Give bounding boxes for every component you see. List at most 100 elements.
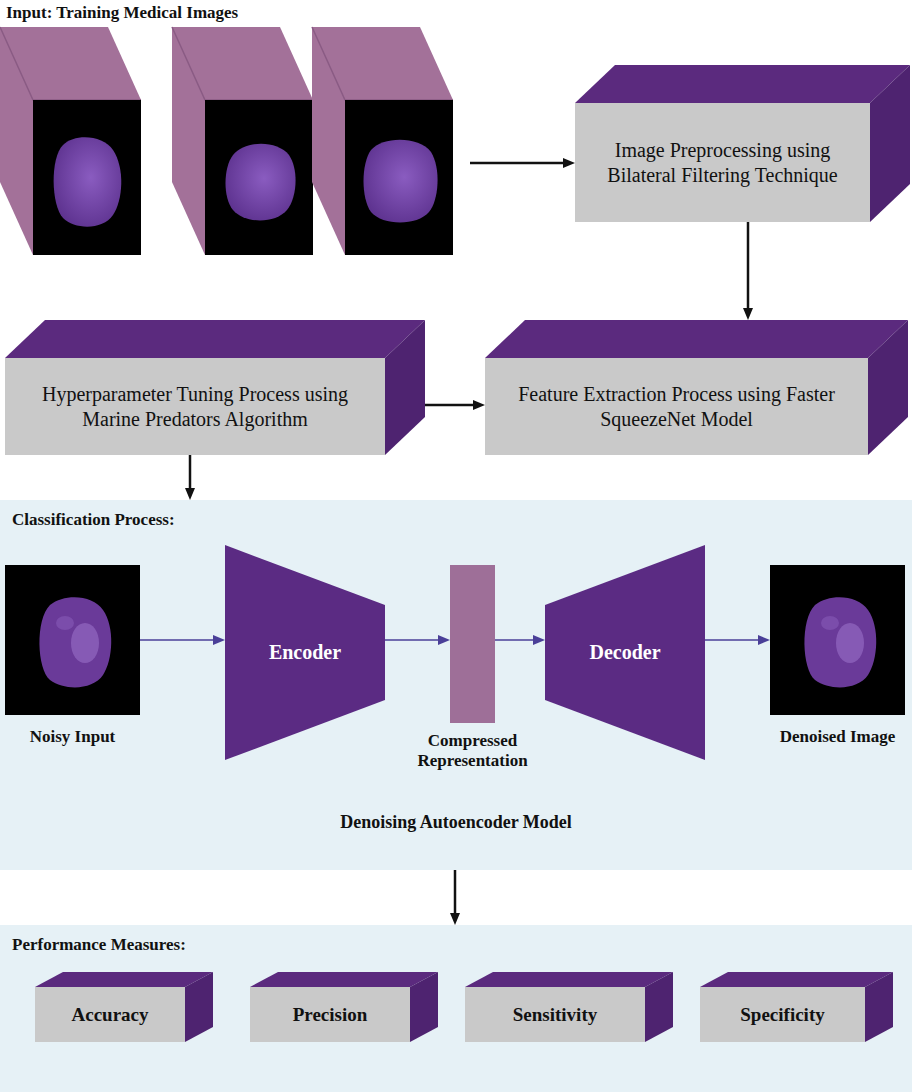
- section-panel: Performance Measures: Accuracy Precision Se…: [0, 925, 912, 1092]
- box-text-area: Feature Extraction Process using Faster …: [485, 358, 868, 455]
- image-square: [33, 100, 141, 255]
- box-text-area: Specificity: [700, 987, 865, 1042]
- process-box: Sensitivity: [465, 972, 673, 1042]
- cube-edge: [312, 27, 453, 100]
- image-cube: [312, 27, 453, 255]
- flow-arrow: [385, 639, 440, 641]
- image-square: [5, 565, 140, 715]
- image-label-wrap: Noisy Input: [0, 727, 180, 747]
- box-front-face: [485, 358, 868, 455]
- heading-wrap: Classification Process:: [12, 510, 175, 530]
- image-label: Noisy Input: [0, 727, 180, 747]
- box-text-area: Hyperparameter Tuning Process using Mari…: [5, 358, 385, 455]
- tissue-spot: [836, 623, 864, 663]
- box-top-face: [575, 65, 910, 103]
- tissue-blob: [54, 137, 122, 226]
- box-label: Precision: [293, 1003, 368, 1027]
- model-caption: Denoising Autoencoder Model: [0, 812, 912, 833]
- image-square: [345, 100, 453, 255]
- image-square: [770, 565, 905, 715]
- box-top-face: [250, 972, 438, 987]
- input-group: Input: Training Medical Images: [0, 0, 470, 262]
- flow-arrow: [470, 162, 565, 165]
- process-box: Specificity: [700, 972, 893, 1042]
- box-front-face: [700, 987, 865, 1042]
- box-front-face: [5, 358, 385, 455]
- box-label: Sensitivity: [513, 1003, 597, 1027]
- box-label: Accuracy: [71, 1003, 148, 1027]
- tissue-blob: [39, 597, 111, 687]
- image-label-wrap: Denoised Image: [730, 727, 912, 747]
- box-top-face: [465, 972, 673, 987]
- image-node: Noisy Input: [5, 565, 140, 715]
- box-text-area: Sensitivity: [465, 987, 645, 1042]
- box-text-area: Image Preprocessing using Bilateral Filt…: [575, 103, 870, 222]
- section-panel: Classification Process: Denoising Autoenc…: [0, 500, 912, 870]
- image-cube: [172, 27, 313, 255]
- box-top-face: [35, 972, 213, 987]
- tissue-blob: [364, 140, 438, 223]
- bar-label: Compressed Representation: [390, 731, 555, 772]
- box-top-face: [5, 320, 425, 358]
- image-cube: [0, 27, 141, 255]
- process-box: Hyperparameter Tuning Process using Mari…: [5, 320, 425, 455]
- tissue-spot: [821, 616, 839, 630]
- box-text-area: Decoder: [555, 605, 695, 700]
- tissue-blob: [804, 597, 876, 687]
- box-side-face: [410, 972, 438, 1042]
- box-front-face: [465, 987, 645, 1042]
- flow-arrow: [140, 639, 215, 641]
- cube-face: [0, 27, 141, 255]
- flow-arrow: [454, 870, 457, 915]
- section-heading: Performance Measures:: [12, 935, 186, 955]
- cube-face: [172, 27, 313, 255]
- box-side-face: [185, 972, 213, 1042]
- box-label: Feature Extraction Process using Faster …: [493, 382, 860, 432]
- box-side-face: [870, 65, 910, 222]
- tissue-spot: [56, 616, 74, 630]
- tissue-blob: [226, 144, 296, 221]
- section-heading: Input: Training Medical Images: [6, 3, 238, 23]
- process-box: Precision: [250, 972, 438, 1042]
- image-square: [205, 100, 313, 255]
- cube-edge: [172, 27, 313, 100]
- caption-wrap: Denoising Autoencoder Model: [0, 812, 912, 833]
- box-top-face: [485, 320, 908, 358]
- heading-wrap: Input: Training Medical Images: [6, 3, 238, 23]
- box-top-face: [700, 972, 893, 987]
- cube-face: [312, 27, 453, 255]
- block-label: Decoder: [589, 641, 660, 664]
- latent-bar: Compressed Representation: [450, 565, 495, 723]
- block-label: Encoder: [269, 641, 341, 664]
- flow-arrow: [705, 639, 760, 641]
- box-side-face: [645, 972, 673, 1042]
- box-label: Hyperparameter Tuning Process using Mari…: [13, 382, 377, 432]
- section-heading: Classification Process:: [12, 510, 175, 530]
- flow-arrow: [425, 404, 475, 407]
- flow-arrow: [495, 639, 535, 641]
- flow-arrow: [189, 455, 192, 490]
- box-label: Specificity: [740, 1003, 824, 1027]
- encoder-block: Encoder: [225, 545, 385, 760]
- box-front-face: [250, 987, 410, 1042]
- box-front-face: [575, 103, 870, 222]
- trapezoid: [545, 545, 705, 760]
- process-box: Image Preprocessing using Bilateral Filt…: [575, 65, 910, 222]
- box-side-face: [865, 972, 893, 1042]
- decoder-block: Decoder: [545, 545, 705, 760]
- image-illustration: [770, 565, 905, 715]
- trapezoid: [225, 545, 385, 760]
- bar-label-wrap: Compressed Representation: [390, 731, 555, 772]
- image-node: Denoised Image: [770, 565, 905, 715]
- tissue-spot: [71, 623, 99, 663]
- heading-wrap: Performance Measures:: [12, 935, 186, 955]
- box-text-area: Encoder: [235, 605, 375, 700]
- box-front-face: [35, 987, 185, 1042]
- process-box: Feature Extraction Process using Faster …: [485, 320, 908, 455]
- box-text-area: Precision: [250, 987, 410, 1042]
- box-text-area: Accuracy: [35, 987, 185, 1042]
- box-label: Image Preprocessing using Bilateral Filt…: [583, 138, 862, 188]
- process-box: Accuracy: [35, 972, 213, 1042]
- box-side-face: [868, 320, 908, 455]
